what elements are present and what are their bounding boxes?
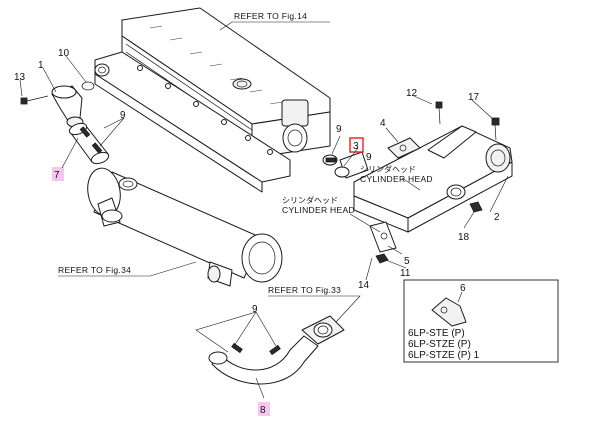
reference-fig33: REFER TO Fig.33 xyxy=(268,285,341,295)
reference-fig14: REFER TO Fig.14 xyxy=(234,11,307,21)
highlight-part-7 xyxy=(52,167,64,181)
nut-part-18 xyxy=(469,201,483,213)
callout-14: 14 xyxy=(358,280,370,291)
callout-7: 7 xyxy=(54,170,60,181)
cylinder-head-label-top: シリンダヘッド CYLINDER HEAD xyxy=(360,164,433,184)
gasket-part-10 xyxy=(81,81,95,91)
elbow-part-1 xyxy=(51,85,84,128)
cylinder-head-label-bottom: シリンダヘッド CYLINDER HEAD xyxy=(282,195,355,215)
svg-text:CYLINDER HEAD: CYLINDER HEAD xyxy=(360,174,433,184)
inset-model-1: 6LP-STE (P) xyxy=(408,328,465,339)
callout-9-head: 9 xyxy=(336,124,342,135)
highlight-part-8 xyxy=(258,402,270,416)
bolt-part-12 xyxy=(435,101,443,125)
callout-4: 4 xyxy=(380,118,386,129)
hose-part-7 xyxy=(68,122,110,165)
silencer-muffler xyxy=(87,167,283,287)
callout-9-bottom: 9 xyxy=(252,304,258,315)
bolt-part-13 xyxy=(20,95,49,105)
exhaust-manifold-part-2 xyxy=(339,125,513,233)
callout-17: 17 xyxy=(468,92,480,103)
cylinder-head-assembly xyxy=(94,7,331,193)
ring-part-9-upper xyxy=(322,154,350,178)
bolt-part-17 xyxy=(491,117,500,141)
callout-3: 3 xyxy=(353,141,359,152)
callout-9-ring: 9 xyxy=(366,152,372,163)
callout-6: 6 xyxy=(460,283,466,294)
model-inset-box: 6 6LP-STE (P) 6LP-STZE (P) 6LP-STZE (P) … xyxy=(403,279,559,363)
reference-fig34: REFER TO Fig.34 xyxy=(58,265,131,275)
callout-1: 1 xyxy=(38,60,44,71)
callout-9-left: 9 xyxy=(120,110,126,121)
nut-part-11 xyxy=(375,253,389,264)
inset-model-3: 6LP-STZE (P) 1 xyxy=(408,350,480,361)
callout-2: 2 xyxy=(494,212,500,223)
svg-text:シリンダヘッド: シリンダヘッド xyxy=(282,195,338,205)
callout-8: 8 xyxy=(260,405,266,416)
callout-5: 5 xyxy=(404,256,410,267)
callout-18: 18 xyxy=(458,232,470,243)
exhaust-elbow-part-8 xyxy=(208,315,345,385)
callout-11: 11 xyxy=(400,268,411,279)
callout-10: 10 xyxy=(58,48,70,59)
callout-12: 12 xyxy=(406,88,418,99)
svg-text:シリンダヘッド: シリンダヘッド xyxy=(360,164,416,174)
callout-13: 13 xyxy=(14,72,26,83)
flange-part-4 xyxy=(387,137,421,159)
inset-model-2: 6LP-STZE (P) xyxy=(408,339,471,350)
svg-text:CYLINDER HEAD: CYLINDER HEAD xyxy=(282,205,355,215)
highlight-part-3 xyxy=(349,137,364,153)
bracket-part-5 xyxy=(369,221,397,253)
